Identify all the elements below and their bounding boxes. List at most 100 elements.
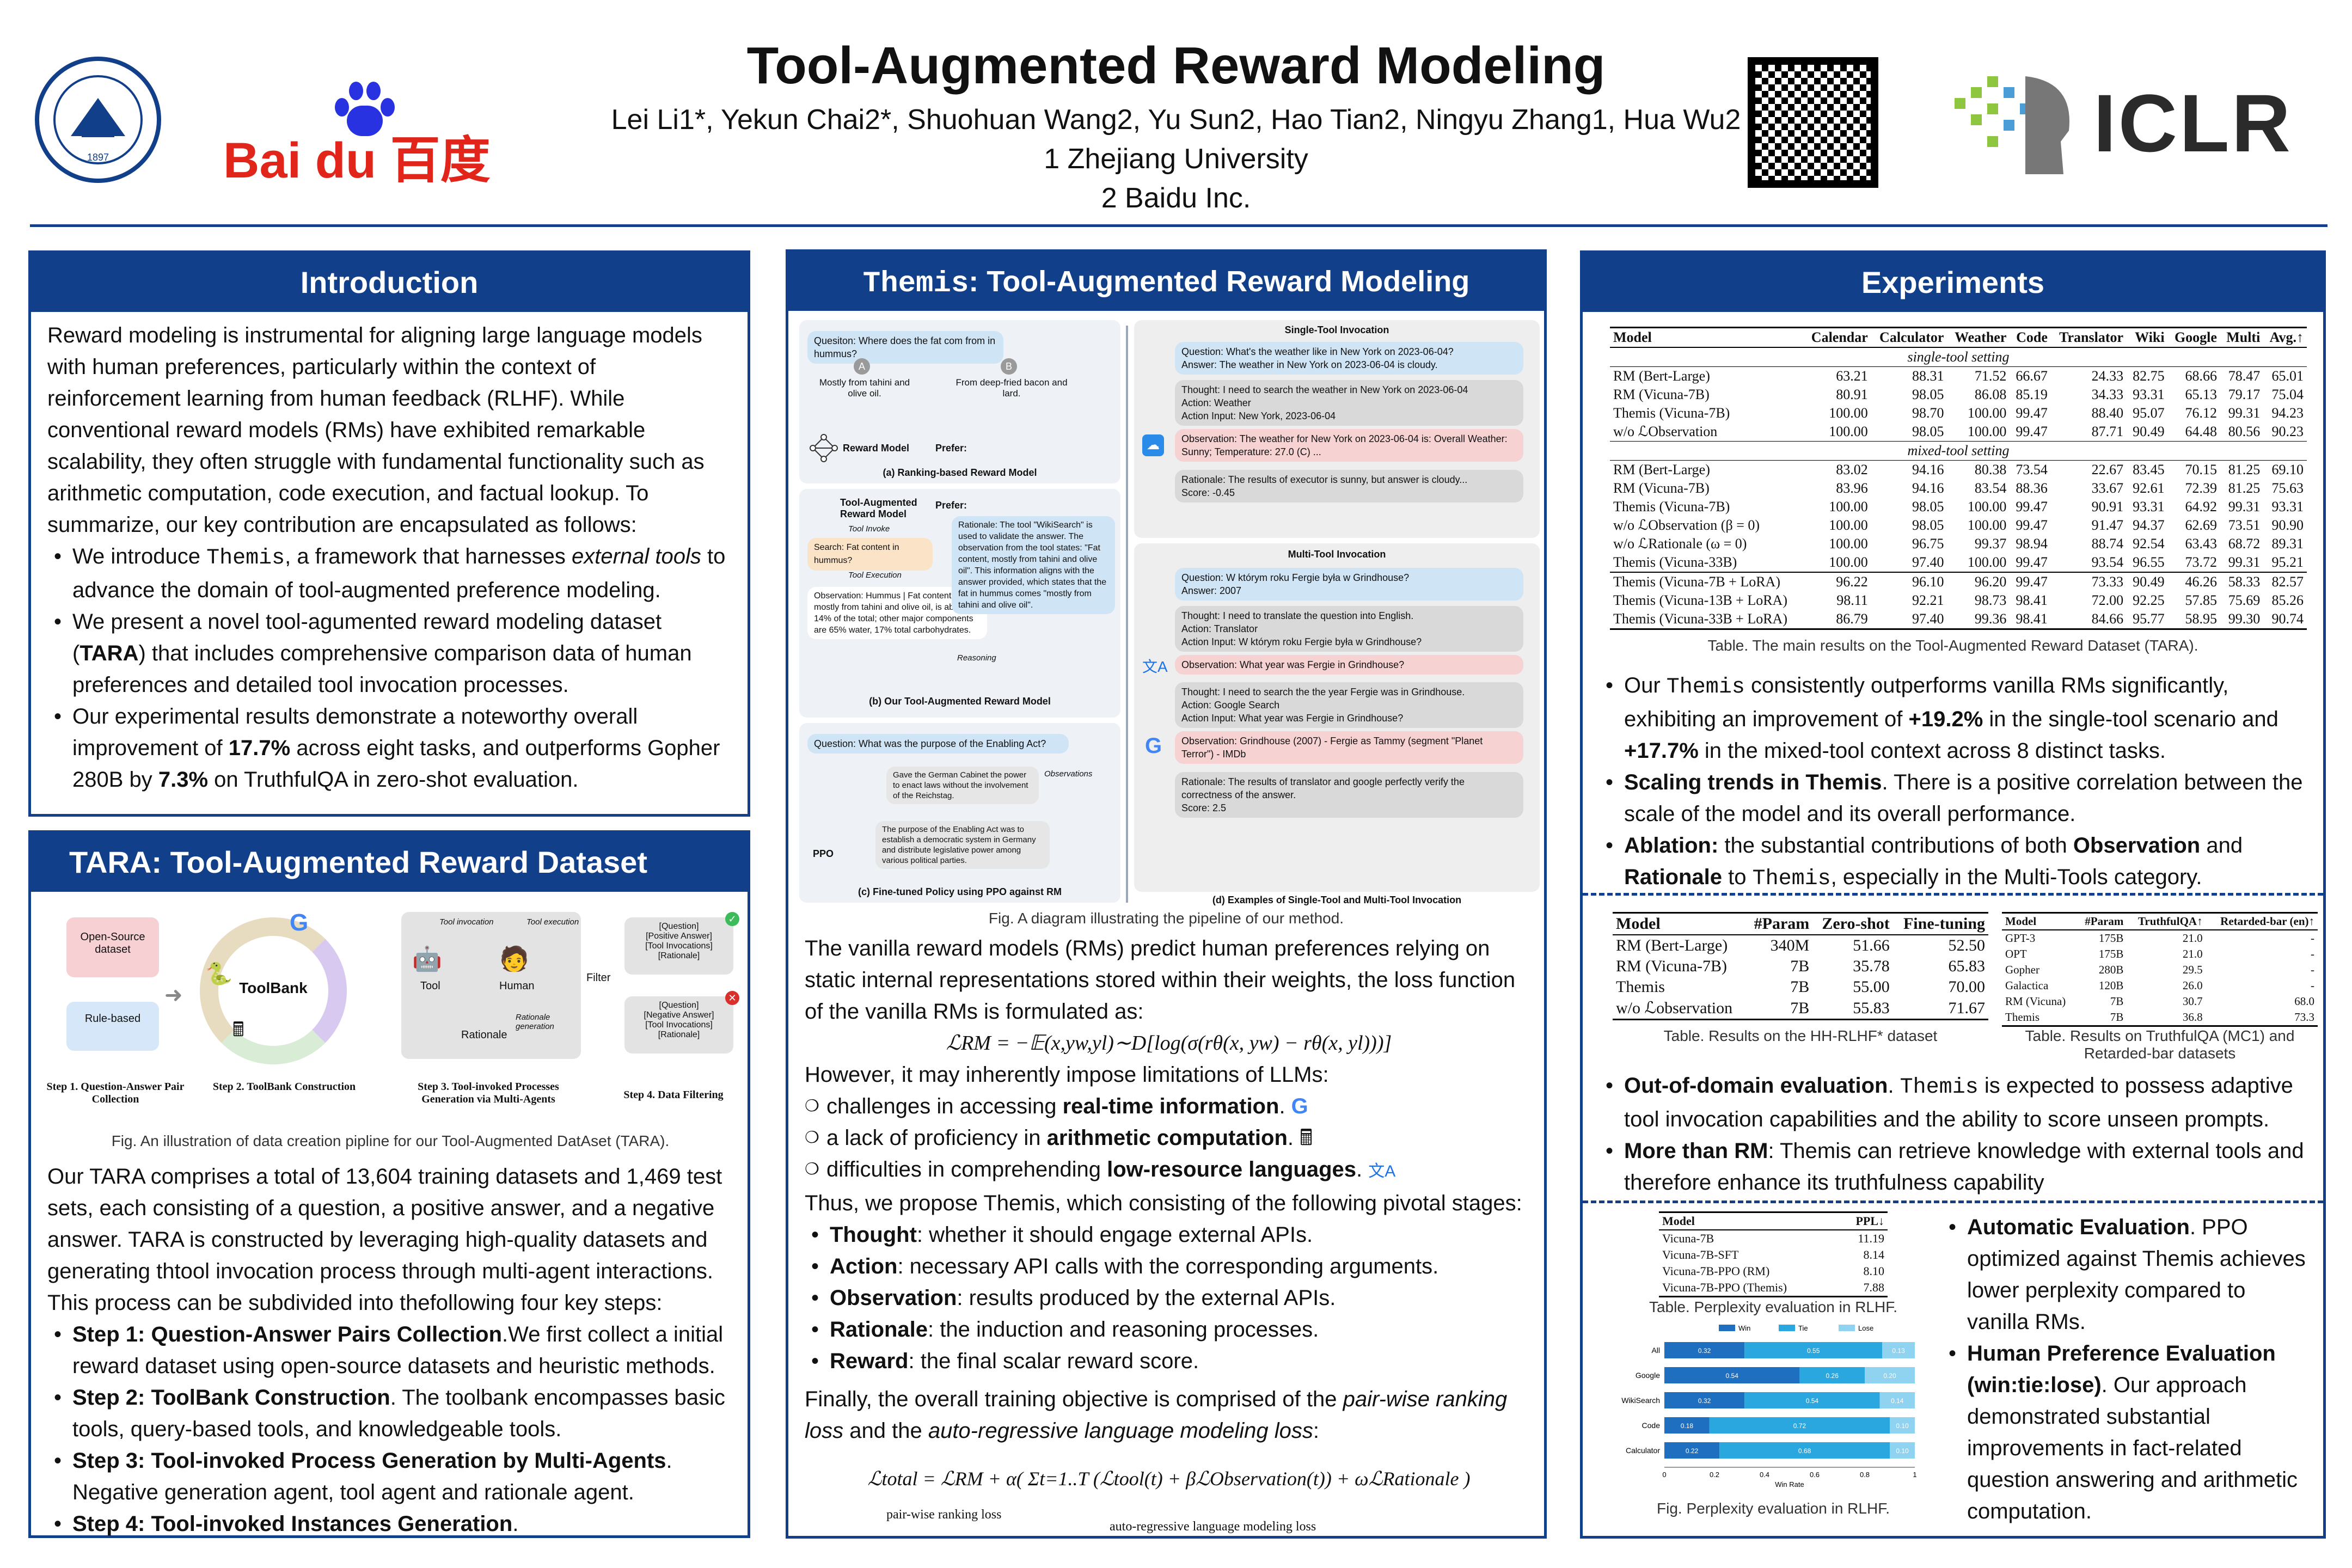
bar-segment bbox=[1664, 1417, 1710, 1434]
table-cell: 86.08 bbox=[1974, 387, 2007, 402]
rationale-step: Rationale: The tool "WikiSearch" is used… bbox=[952, 516, 1115, 614]
table-cell: 96.75 bbox=[1912, 536, 1944, 552]
category-label: Code bbox=[1642, 1421, 1661, 1430]
table-cell: 8.14 bbox=[1863, 1248, 1885, 1261]
google-search-icon: G bbox=[1145, 734, 1162, 758]
single-tool-title: Single-Tool Invocation bbox=[1284, 324, 1389, 335]
table-cell: 63.21 bbox=[1836, 368, 1868, 384]
table-cell: Vicuna-7B-PPO (RM) bbox=[1662, 1264, 1770, 1278]
table-cell: Themis (Vicuna-7B) bbox=[1613, 499, 1730, 514]
themis-paragraph-4: Finally, the overall training objective … bbox=[805, 1387, 1508, 1443]
table-cell: 7B bbox=[2077, 1009, 2127, 1027]
bar-segment bbox=[1890, 1442, 1915, 1459]
table-cell: 57.85 bbox=[2185, 592, 2217, 608]
data-label: 0.72 bbox=[1793, 1422, 1806, 1430]
table-cell: 93.54 bbox=[2091, 554, 2124, 570]
table-cell: 88.31 bbox=[1912, 368, 1944, 384]
exp-bullet-scaling: Scaling trends in Themis. There is a pos… bbox=[1599, 767, 2312, 830]
table-cell: 98.73 bbox=[1974, 592, 2007, 608]
table-cell: RM (Bert-Large) bbox=[1613, 368, 1710, 384]
table-cell: 75.69 bbox=[2228, 592, 2261, 608]
table-section-label: mixed-tool setting bbox=[1610, 441, 2307, 461]
table-cell: 98.70 bbox=[1912, 405, 1944, 421]
stage-action: Action: necessary API calls with the cor… bbox=[805, 1251, 1533, 1282]
table-cell: 100.00 bbox=[1829, 405, 1868, 421]
table-cell: 85.26 bbox=[2271, 592, 2304, 608]
search-step: Search: Fat content in hummus? bbox=[807, 538, 933, 571]
table-cell: Model bbox=[2002, 912, 2077, 930]
step4-label: Step 4. Data Filtering bbox=[623, 1089, 724, 1101]
tool-execution-label: Tool Execution bbox=[848, 571, 902, 580]
multi-thought-1: Thought: I need to translate the questio… bbox=[1175, 606, 1523, 652]
ppo-label: PPO bbox=[813, 848, 834, 859]
table-cell: 280B bbox=[2098, 963, 2124, 976]
table-cell: 98.05 bbox=[1912, 387, 1944, 402]
table-cell: 99.47 bbox=[2016, 499, 2048, 514]
tara-panel: TARA: Tool-Augmented Reward Dataset Open… bbox=[28, 830, 750, 1540]
bar-segment bbox=[1664, 1342, 1745, 1358]
table-cell: 100.00 bbox=[1829, 554, 1868, 570]
table-cell: 73.3 bbox=[2206, 1009, 2318, 1027]
tara-step-1: Step 1: Question-Answer Pairs Collection… bbox=[47, 1319, 734, 1382]
table-cell: 99.30 bbox=[2220, 610, 2264, 630]
x-tick-label: 0 bbox=[1662, 1471, 1666, 1479]
category-label: WikiSearch bbox=[1621, 1396, 1660, 1405]
stage-reward: Reward: the final scalar reward score. bbox=[805, 1345, 1533, 1377]
tara-figure-caption: Fig. An illustration of data creation pi… bbox=[111, 1132, 670, 1149]
table-cell: TruthfulQA↑ bbox=[2127, 912, 2206, 930]
bar-segment bbox=[1744, 1392, 1880, 1408]
filter-label: Filter bbox=[586, 972, 611, 984]
single-question: Question: What's the weather like in New… bbox=[1175, 342, 1523, 375]
table-cell: 62.69 bbox=[2185, 517, 2217, 533]
weather-icon: ☁ bbox=[1142, 434, 1164, 456]
x-tick-label: 0.2 bbox=[1710, 1471, 1719, 1479]
table-cell: 92.61 bbox=[2133, 480, 2165, 496]
tara-paragraph: Our TARA comprises a total of 13,604 tra… bbox=[47, 1165, 722, 1315]
table-cell: 98.94 bbox=[2016, 536, 2048, 552]
option-a-icon: A bbox=[854, 358, 870, 375]
table-cell: 68.66 bbox=[2185, 368, 2217, 384]
caption-b: (b) Our Tool-Augmented Reward Model bbox=[869, 696, 1051, 707]
table-cell: RM (Vicuna-7B) bbox=[1616, 957, 1727, 975]
limitation-3: difficulties in comprehending low-resour… bbox=[805, 1154, 1533, 1187]
table-cell: 33.67 bbox=[2091, 480, 2124, 496]
multi-tool-title: Multi-Tool Invocation bbox=[1288, 549, 1386, 560]
legend-swatch bbox=[1779, 1325, 1795, 1331]
themis-title: Themis: Tool-Augmented Reward Modeling bbox=[788, 252, 1544, 311]
qr-code[interactable] bbox=[1748, 57, 1878, 188]
table-cell: 90.49 bbox=[2133, 424, 2165, 439]
intro-bullet-2: We present a novel tool-agumented reward… bbox=[47, 606, 734, 701]
table-cell: 71.67 bbox=[1892, 997, 1988, 1020]
table-cell: Themis (Vicuna-33B) bbox=[1613, 554, 1737, 570]
table-cell: #Param bbox=[1745, 912, 1813, 935]
table-cell: 99.36 bbox=[1947, 610, 2010, 630]
prefer-label-b: Prefer: bbox=[935, 500, 967, 511]
table-cell: 96.22 bbox=[1803, 572, 1871, 591]
table-cell: w/o ℒobservation bbox=[1613, 997, 1746, 1020]
themis-paragraph-2: However, it may inherently impose limita… bbox=[805, 1063, 1329, 1087]
data-label: 0.14 bbox=[1891, 1397, 1904, 1405]
table-cell: 58.33 bbox=[2220, 572, 2264, 591]
header-rule bbox=[30, 224, 2328, 227]
tara-body: Our TARA comprises a total of 13,604 tra… bbox=[47, 1161, 734, 1540]
table-cell: Code bbox=[2010, 327, 2051, 348]
table-cell: Themis (Vicuna-7B + LoRA) bbox=[1610, 572, 1804, 591]
table-cell: 73.54 bbox=[2016, 462, 2048, 477]
table-cell: 98.05 bbox=[1912, 517, 1944, 533]
table-cell: 73.51 bbox=[2228, 517, 2261, 533]
table-cell: 83.45 bbox=[2133, 462, 2165, 477]
table-cell: 7.88 bbox=[1839, 1279, 1888, 1297]
table-cell: 99.37 bbox=[1974, 536, 2007, 552]
table-cell: Google bbox=[2167, 327, 2220, 348]
table-cell: 82.57 bbox=[2263, 572, 2307, 591]
table-cell: 98.05 bbox=[1912, 424, 1944, 439]
themis-body: The vanilla reward models (RMs) predict … bbox=[805, 933, 1533, 1534]
table-cell: Avg.↑ bbox=[2263, 327, 2307, 348]
tara-figure: Open-Source dataset Rule-based ➜ ToolBan… bbox=[42, 901, 739, 1157]
